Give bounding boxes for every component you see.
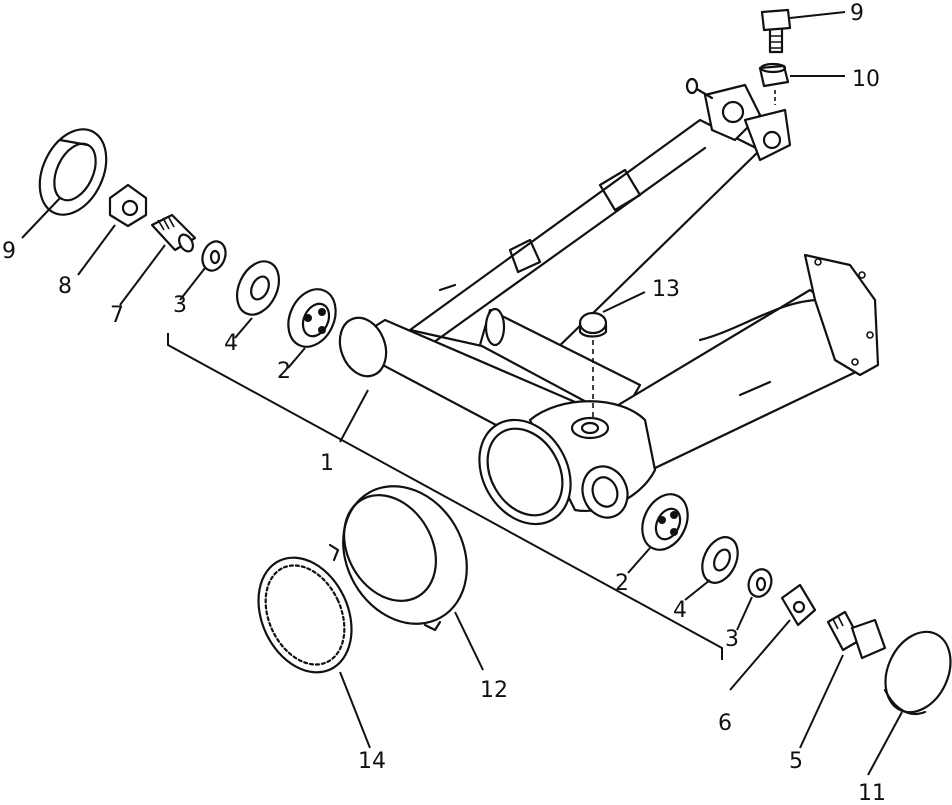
swingarm: [338, 77, 880, 526]
part-14-gasket: [257, 556, 353, 674]
callout-12: 12: [480, 678, 508, 703]
part-4-oil-seal-right: [701, 536, 739, 584]
callout-10: 9: [850, 1, 864, 26]
part-6-lock-washer: [780, 583, 817, 627]
callout-8: 8: [58, 274, 72, 299]
part-12-gear-case-cover: [328, 485, 468, 632]
part-8-nut: [108, 183, 148, 228]
callout-5: 5: [789, 749, 803, 774]
callout-2-left: 2: [277, 359, 291, 384]
callout-1: 1: [320, 451, 334, 476]
part-7-shaft: [150, 213, 197, 253]
part-3-collar-left: [201, 240, 227, 272]
callout-4-right: 4: [673, 598, 687, 623]
part-10-bolt: [760, 8, 792, 54]
callout-6: 6: [718, 711, 732, 736]
part-3-collar-right: [747, 568, 773, 598]
assembly-line: [167, 333, 723, 660]
leader-lines: [21, 11, 903, 776]
part-11-nut: [758, 62, 790, 88]
callout-4-left: 4: [224, 331, 238, 356]
part-9-seal-left: [38, 128, 108, 216]
callout-9-left: 9: [2, 239, 16, 264]
callout-9-right: 11: [858, 781, 886, 805]
part-5-pivot-bolt: [826, 610, 887, 660]
part-2-bearing-left: [287, 288, 337, 348]
callout-14: 14: [358, 749, 386, 774]
part-13-plug: [578, 311, 608, 338]
callout-3-right: 3: [725, 627, 739, 652]
part-2-bearing-right: [641, 493, 689, 551]
callout-13: 13: [652, 277, 680, 302]
part-4-oil-seal-left: [236, 260, 280, 316]
callout-11: 10: [852, 67, 880, 92]
callout-3-left: 3: [173, 293, 187, 318]
callout-labels: 9 8 7 3 4 2 1 9 10 13 2 4 3 6 5 11 12 14: [2, 1, 886, 805]
part-9-cap-right: [883, 630, 952, 716]
callout-7: 7: [110, 303, 124, 328]
callout-2-right: 2: [615, 571, 629, 596]
